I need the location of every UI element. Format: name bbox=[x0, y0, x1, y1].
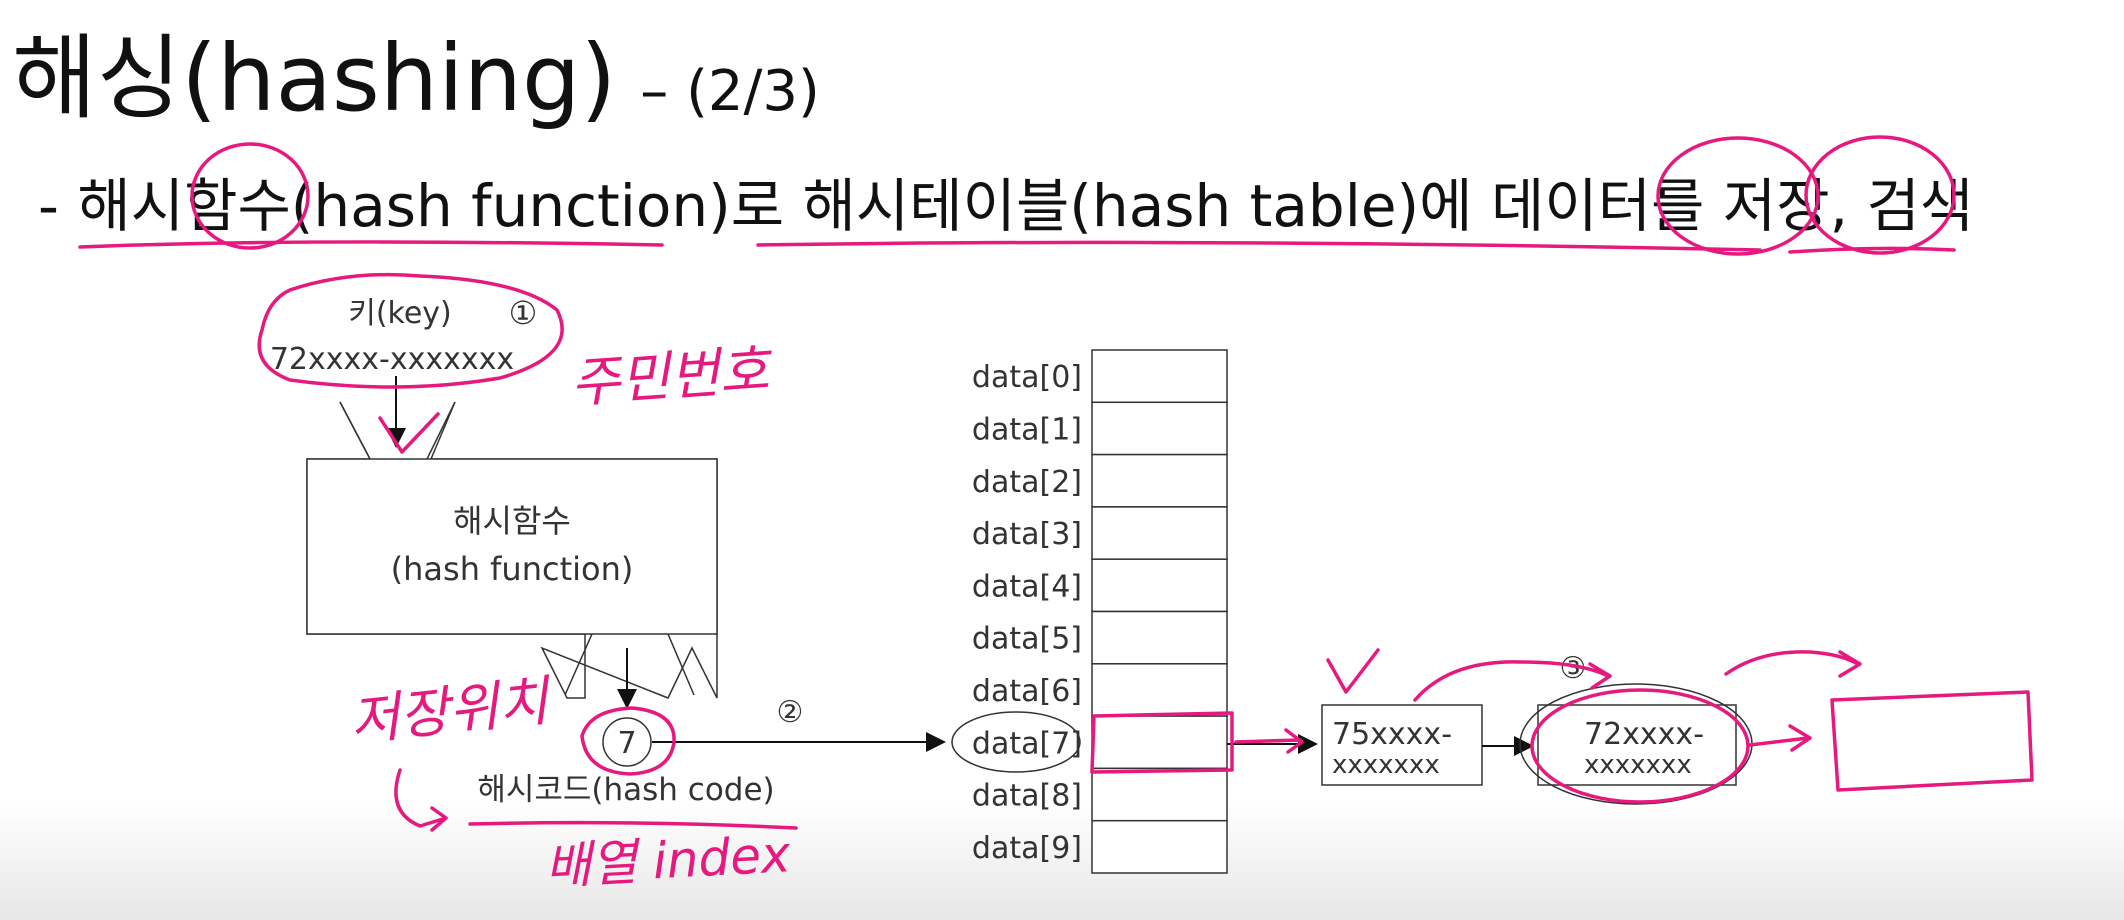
hook-arrow bbox=[394, 768, 448, 832]
table-cell-2 bbox=[1091, 453, 1228, 508]
arrow-data7-node1 bbox=[1234, 728, 1304, 754]
hash-table: data[0] data[1] data[2] data[3] data[4] data[… bbox=[972, 349, 1228, 874]
title-page-indicator: – (2/3) bbox=[640, 59, 820, 124]
hash-function-outline bbox=[306, 458, 718, 635]
page-title: 해싱(hashing) – (2/3) bbox=[12, 24, 820, 147]
subtitle-text: - 해시함수(hash function)로 해시테이블(hash table)… bbox=[38, 172, 1974, 240]
table-row-label-4: data[4] bbox=[972, 569, 1082, 604]
arrow-node2-newbox bbox=[1748, 724, 1812, 752]
table-cell-1 bbox=[1091, 401, 1228, 456]
drawn-new-box bbox=[1830, 690, 2034, 792]
circle-key bbox=[257, 272, 564, 389]
table-cell-8 bbox=[1091, 767, 1228, 822]
hash-code-label: 해시코드(hash code) bbox=[477, 772, 774, 808]
underline-hash-function bbox=[78, 240, 664, 249]
table-row-label-3: data[3] bbox=[972, 517, 1082, 552]
table-row-label-7: data[7] bbox=[972, 726, 1082, 761]
underline-hash-table bbox=[756, 240, 1762, 252]
node2-line2: xxxxxxx bbox=[1584, 750, 1692, 780]
step2-marker: ② bbox=[777, 695, 804, 730]
circle-hamsu bbox=[190, 142, 310, 250]
hash-code-value: 7 bbox=[617, 726, 636, 761]
funnel-top-left bbox=[339, 401, 371, 460]
circle-jeojang bbox=[1656, 136, 1820, 256]
funnel-bottom-right bbox=[667, 633, 695, 696]
table-row-label-1: data[1] bbox=[972, 412, 1082, 447]
circle-hash-code bbox=[580, 706, 676, 776]
box-data7 bbox=[1090, 711, 1234, 774]
key-value: 72xxxx-xxxxxxx bbox=[270, 342, 514, 377]
title-text: 해싱(hashing) bbox=[12, 25, 617, 132]
hash-function-kr: 해시함수 bbox=[453, 502, 571, 540]
underline-search bbox=[1788, 246, 1956, 254]
arc-node2-next bbox=[1724, 650, 1862, 678]
table-cell-6 bbox=[1091, 663, 1228, 717]
table-cell-9 bbox=[1091, 819, 1228, 874]
slide-bottom-shade bbox=[0, 800, 2124, 920]
funnel-top-right bbox=[426, 401, 456, 460]
check-node1 bbox=[1326, 648, 1380, 694]
chain-node-1 bbox=[1321, 704, 1483, 786]
table-cell-5 bbox=[1091, 610, 1228, 665]
circle-geomsaek bbox=[1804, 135, 1956, 255]
table-row-label-0: data[0] bbox=[972, 360, 1082, 395]
pen-annotations bbox=[78, 135, 2034, 832]
hash-code-circle bbox=[602, 717, 652, 767]
hash-function-en: (hash function) bbox=[391, 550, 634, 588]
table-cell-0 bbox=[1091, 349, 1228, 404]
key-label: 키(key) bbox=[348, 296, 452, 331]
table-row-label-2: data[2] bbox=[972, 465, 1082, 500]
node1-line2: xxxxxxx bbox=[1332, 750, 1440, 780]
table-row-label-8: data[8] bbox=[972, 779, 1082, 814]
node2-line1: 72xxxx- bbox=[1584, 717, 1704, 752]
table-cell-3 bbox=[1091, 506, 1228, 560]
chain-node-2 bbox=[1537, 704, 1737, 786]
table-cell-4 bbox=[1091, 558, 1228, 613]
circle-node2 bbox=[1530, 688, 1750, 804]
node1-line1: 75xxxx- bbox=[1332, 717, 1452, 752]
underline-hash-code bbox=[468, 820, 798, 830]
table-cell-7 bbox=[1091, 715, 1228, 770]
note-array-index: 배열 index bbox=[544, 825, 793, 896]
table-row-label-6: data[6] bbox=[972, 674, 1082, 709]
data7-oval bbox=[951, 711, 1081, 773]
check-key-arrow bbox=[378, 412, 440, 454]
note-resident-number: 주민번호 bbox=[569, 338, 776, 415]
table-row-label-5: data[5] bbox=[972, 622, 1082, 657]
funnel-bottom-left bbox=[564, 633, 593, 696]
table-row-label-9: data[9] bbox=[972, 831, 1082, 866]
step1-marker: ① bbox=[509, 294, 538, 332]
arc-node1-node2 bbox=[1413, 660, 1612, 702]
note-storage-location: 저장위치 bbox=[347, 669, 556, 753]
